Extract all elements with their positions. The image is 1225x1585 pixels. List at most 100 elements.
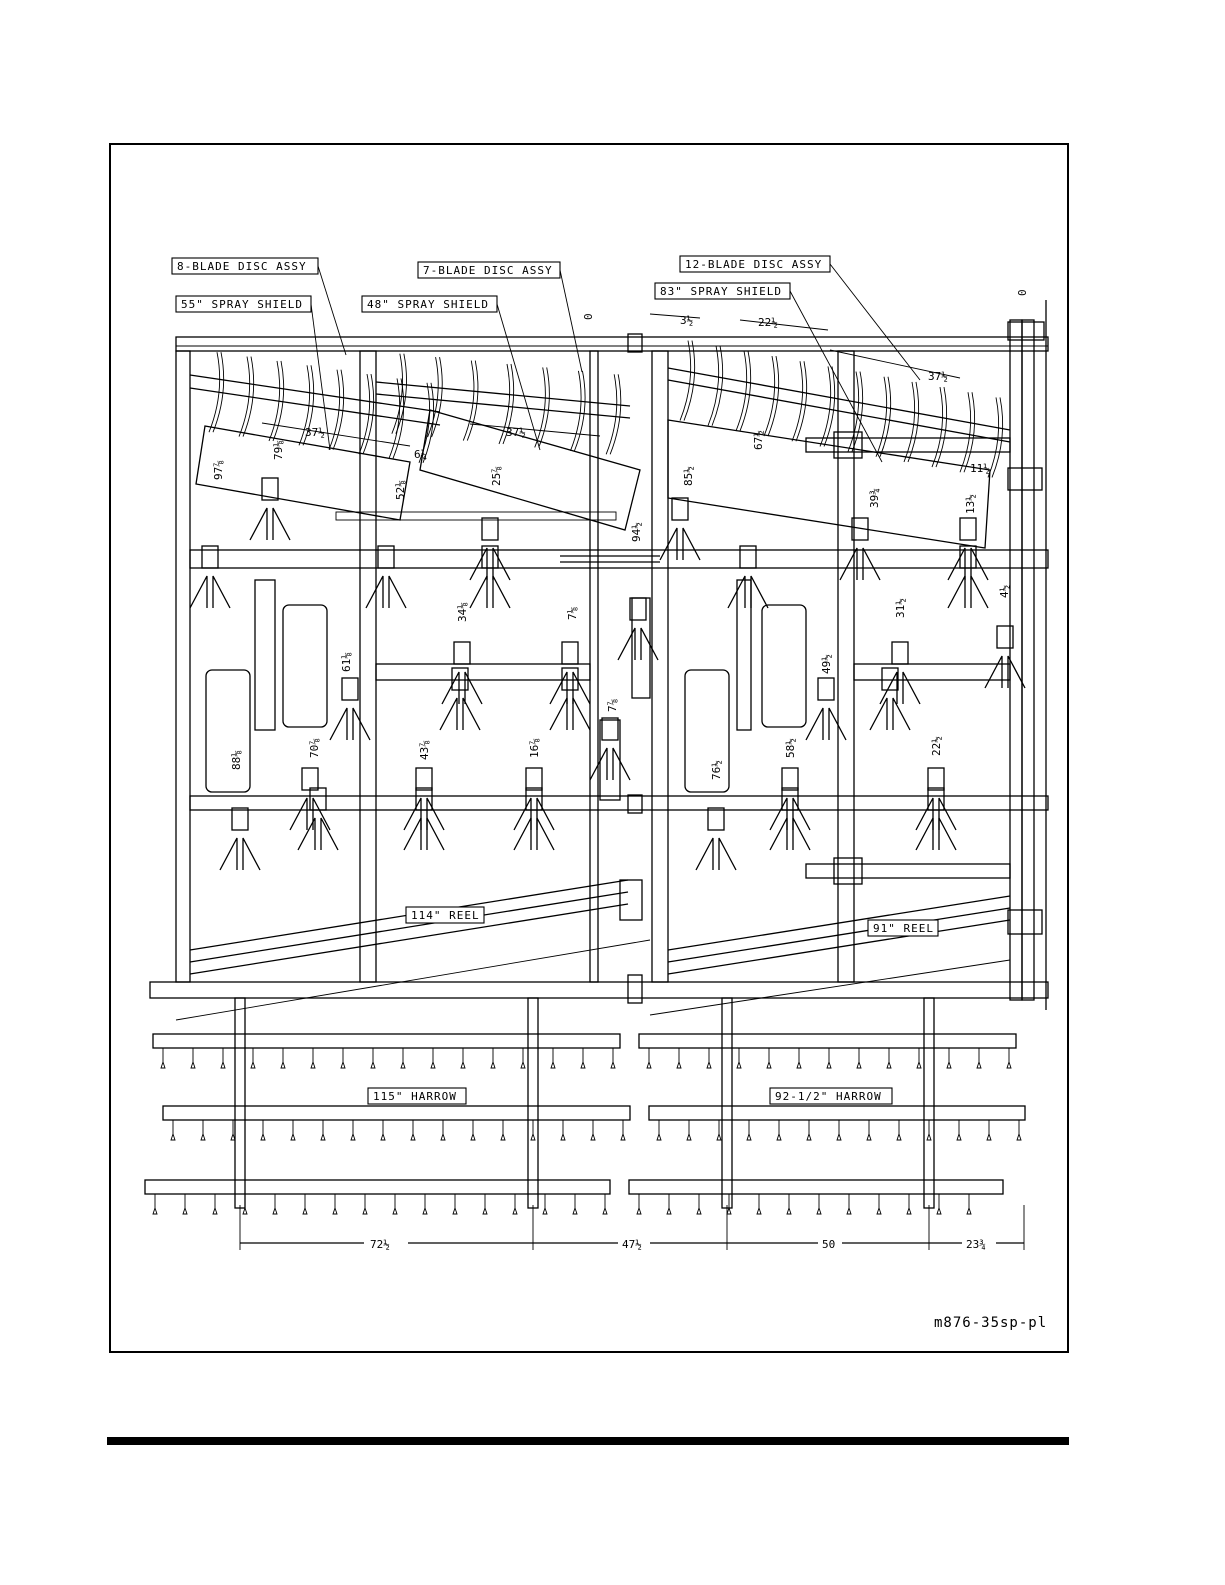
shank-sweep [948,548,988,580]
dim-70-875: 70⅞ [308,738,321,758]
harrow-tine [747,1120,751,1140]
harrow-tine [937,1194,941,1214]
shank-mount [818,678,834,700]
shank-mount [928,788,944,810]
label-91-reel: 91" REEL [873,922,934,935]
harrow-tine [591,1120,595,1140]
shank-mount [562,668,578,690]
shank-mount [482,518,498,540]
dim-52-125: 52⅛ [394,480,407,500]
shank-mount [960,518,976,540]
label-114-reel: 114" REEL [411,909,480,922]
shank-sweep [440,698,480,730]
shank-sweep [250,508,290,540]
shank-sweep [442,672,482,704]
harrow-tine [221,1048,225,1068]
shank-sweep [550,672,590,704]
harrow-tine [281,1048,285,1068]
dim-31-5: 31½ [894,598,907,618]
dim-88-125: 88⅛ [230,750,243,770]
shank-sweep [985,656,1025,688]
harrow-tine [1007,1048,1011,1068]
dim-zero-b: 0 [1016,289,1029,296]
harrow-tine [251,1048,255,1068]
harrow-tine [611,1048,615,1068]
harrow-tine [847,1194,851,1214]
harrow-hanger [722,998,732,1208]
bottom-dimension-line: 72½ 47½ 50 23¾ [240,1205,1024,1252]
disc-blade [904,382,915,462]
shank-mount [708,808,724,830]
harrow-tine [697,1194,701,1214]
harrow-bar [629,1180,1003,1194]
harrow-hanger [528,998,538,1208]
dim-61-125: 61⅛ [340,652,353,672]
harrow-tine [423,1194,427,1214]
shank-sweep [916,818,956,850]
disc-blade [768,356,779,436]
harrow-tine [341,1048,345,1068]
shank-sweep [770,818,810,850]
dim-85-5: 85½ [682,466,695,486]
disc-blade [712,346,723,426]
drawing-reference: m876-35sp-pl [934,1315,1047,1331]
shank-mount [378,546,394,568]
shank-mount [202,546,218,568]
harrow-tine [957,1120,961,1140]
harrow-tine [877,1194,881,1214]
dim-7-125: 7⅛ [566,606,579,620]
shank-sweep [916,798,956,830]
harrow-tine [667,1194,671,1214]
shank-mount [562,642,578,664]
shank-sweep [550,698,590,730]
harrow-tine [531,1120,535,1140]
harrow-tine [757,1194,761,1214]
harrow-bar [639,1034,1016,1048]
dim-zero-a: 0 [582,313,595,320]
dim-39-75: 39¾ [868,488,881,508]
shank-mount [740,546,756,568]
shank-mount [232,808,248,830]
harrow-tine [727,1194,731,1214]
shank-sweep [514,798,554,830]
shank-mount [960,546,976,568]
disc-blade [740,351,751,431]
harrow-hanger [235,998,245,1208]
harrow-tine [907,1194,911,1214]
harrow-tine [581,1048,585,1068]
dim-16-875: 16⅞ [528,738,541,758]
shank-mount [526,788,542,810]
dim-13-5: 13½ [964,494,977,514]
disc-blade [876,377,887,457]
harrow-tine [551,1048,555,1068]
harrow-tine [183,1194,187,1214]
dim-34-125: 34⅛ [456,602,469,622]
dim-76-5: 76½ [710,760,723,780]
dim-49-5: 49½ [820,654,833,674]
harrow-tine [687,1120,691,1140]
shank-sweep [470,548,510,580]
disc-blade [392,354,403,434]
harrow-tine [797,1048,801,1068]
dim-11-5: 11½ [970,462,990,475]
disc-blade [708,346,719,426]
disc-blade [964,392,975,472]
dim-6-25: 6¼ [414,448,427,461]
harrow-tine [213,1194,217,1214]
harrow-tine [857,1048,861,1068]
harrow-tine [171,1120,175,1140]
dim-43-875: 43⅞ [418,740,431,760]
shank-sweep [590,748,630,780]
disc-blade [736,351,747,431]
harrow-tine [647,1048,651,1068]
reel-right [650,896,1010,1015]
shank-mount [892,642,908,664]
harrow-tine [947,1048,951,1068]
label-7-blade-disc: 7-BLADE DISC ASSY [423,264,553,277]
disc-blade [936,387,947,467]
harrow-tine [393,1194,397,1214]
disc-blade [820,366,831,446]
harrow-tine [261,1120,265,1140]
shank-mount [782,788,798,810]
cultivator-shanks [190,478,1025,870]
